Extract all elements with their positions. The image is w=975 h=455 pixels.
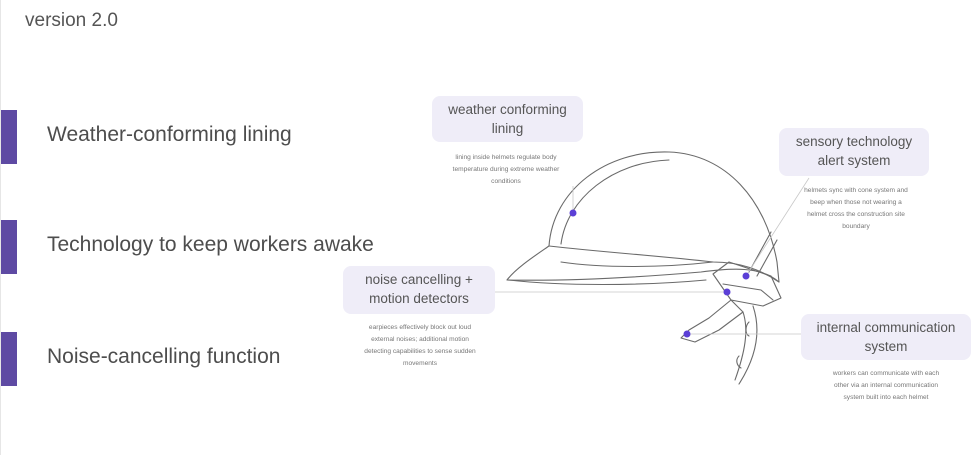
callout-weather-title: weather conforming lining xyxy=(432,96,583,142)
feature-accent-bar xyxy=(1,110,17,164)
feature-noise: Noise-cancelling function xyxy=(1,332,421,386)
callout-noise-title: noise cancelling + motion detectors xyxy=(343,266,495,314)
feature-label: Weather-conforming lining xyxy=(47,123,292,146)
feature-accent-bar xyxy=(1,332,17,386)
callout-weather-description: lining inside helmets regulate body temp… xyxy=(452,154,560,185)
feature-weather: Weather-conforming lining xyxy=(1,110,421,164)
marker-dot xyxy=(742,272,750,280)
marker-dot xyxy=(683,330,691,338)
feature-label: Noise-cancelling function xyxy=(47,345,281,368)
feature-awake: Technology to keep workers awake xyxy=(1,220,421,274)
feature-label: Technology to keep workers awake xyxy=(47,233,374,256)
callout-communication-title: internal communication system xyxy=(801,314,971,360)
markers xyxy=(569,209,750,338)
marker-dot xyxy=(723,288,731,296)
callout-communication-description: workers can communicate with each other … xyxy=(832,370,940,401)
marker-dot xyxy=(569,209,577,217)
callout-noise-description: earpieces effectively block out loud ext… xyxy=(364,324,476,367)
version-label: version 2.0 xyxy=(25,10,118,31)
leader-lines xyxy=(495,177,810,335)
callout-sensory-description: helmets sync with cone system and beep w… xyxy=(804,187,908,230)
feature-accent-bar xyxy=(1,220,17,274)
callout-sensory-title: sensory technology alert system xyxy=(779,128,929,176)
